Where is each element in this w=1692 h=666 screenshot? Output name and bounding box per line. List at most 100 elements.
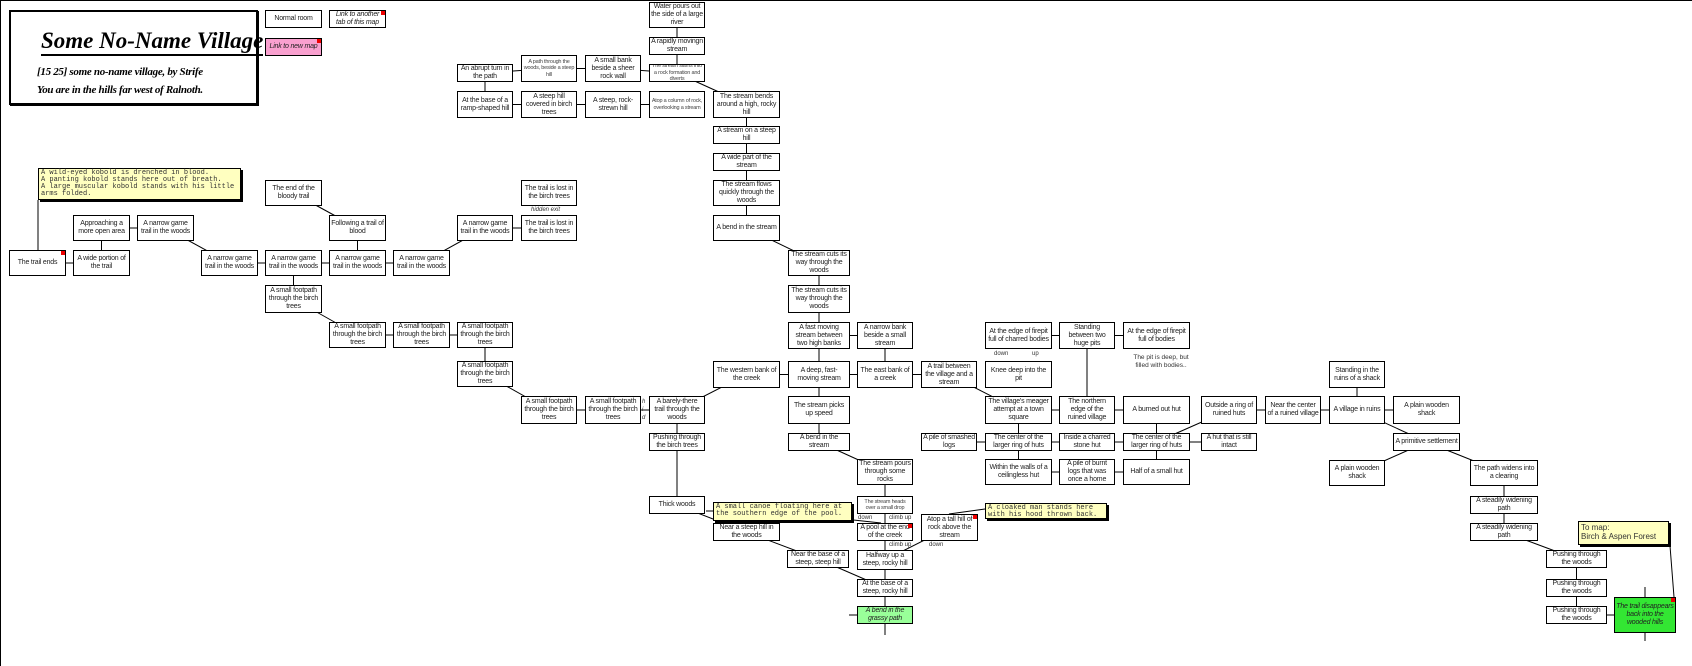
- room[interactable]: A steadily widening path: [1470, 523, 1538, 541]
- note-pointer: [948, 508, 986, 515]
- room[interactable]: A pile of smashed logs: [921, 433, 977, 451]
- legend-link-map[interactable]: Link to new map: [265, 38, 322, 56]
- note-canoe: A small canoe floating here at the south…: [713, 502, 852, 521]
- room[interactable]: Pushing through the birch trees: [649, 433, 705, 451]
- room[interactable]: A barely-there trail through the woods: [649, 396, 705, 424]
- legend-link-tab[interactable]: Link to another tab of this map: [329, 10, 386, 28]
- room[interactable]: The path widens into a clearing: [1470, 460, 1538, 486]
- room[interactable]: A wide portion of the trail: [73, 250, 130, 276]
- room[interactable]: A small footpath through the birch trees: [393, 322, 450, 348]
- room[interactable]: The east bank of a creek: [857, 361, 913, 388]
- room[interactable]: A small footpath through the birch trees: [457, 361, 513, 387]
- room[interactable]: A bend in the stream: [713, 215, 780, 241]
- room[interactable]: Thick woods: [649, 496, 705, 514]
- room[interactable]: Halfway up a steep, rocky hill: [857, 550, 913, 570]
- room[interactable]: A burned out hut: [1123, 396, 1190, 424]
- room[interactable]: Standing between two huge pits: [1059, 322, 1115, 349]
- note-kobolds: A wild-eyed kobold is drenched in blood.…: [38, 168, 241, 200]
- room[interactable]: The stream picks up speed: [788, 396, 850, 424]
- hidden-exit-label: hidden exit: [531, 207, 561, 213]
- room[interactable]: At the edge of firepit full of bodies: [1123, 322, 1190, 349]
- room[interactable]: The stream pours through some rocks: [857, 459, 913, 485]
- room[interactable]: A small footpath through the birch trees: [329, 322, 386, 348]
- map-exit-room[interactable]: The trail disappears back into the woode…: [1614, 597, 1676, 633]
- down-label: down: [858, 515, 873, 521]
- room[interactable]: A trail between the village and a stream: [921, 361, 977, 388]
- room[interactable]: A pool at the end of the creek: [857, 523, 913, 541]
- room[interactable]: The center of the larger ring of huts: [1123, 433, 1190, 451]
- room[interactable]: A small bank beside a sheer rock wall: [585, 55, 641, 82]
- room[interactable]: The village's meager attempt at a town s…: [985, 396, 1052, 424]
- room[interactable]: Standing in the ruins of a shack: [1329, 361, 1385, 388]
- room[interactable]: A small footpath through the birch trees: [457, 322, 513, 348]
- room[interactable]: The center of the larger ring of huts: [985, 433, 1052, 451]
- room[interactable]: A narrow game trail in the woods: [393, 250, 450, 276]
- room[interactable]: At the base of a ramp-shaped hill: [457, 91, 513, 118]
- room[interactable]: A steep hill covered in birch trees: [521, 91, 577, 118]
- map-title-box: Some No-Name Village [15 25] some no-nam…: [9, 10, 264, 105]
- room[interactable]: A hut that is still intact: [1201, 433, 1257, 451]
- room[interactable]: The northern edge of the ruined village: [1059, 396, 1115, 424]
- room[interactable]: A wide part of the stream: [713, 153, 780, 171]
- room[interactable]: An abrupt turn in the path: [457, 64, 513, 82]
- room[interactable]: A village in ruins: [1329, 396, 1385, 424]
- room[interactable]: Inside a charred stone hut: [1059, 433, 1115, 451]
- room[interactable]: A small footpath through the birch trees: [265, 285, 322, 313]
- room[interactable]: Knee deep into the pit: [985, 361, 1052, 388]
- room[interactable]: At the base of a steep, rocky hill: [857, 579, 913, 597]
- room[interactable]: A narrow game trail in the woods: [265, 250, 322, 276]
- room[interactable]: Following a trail of blood: [329, 215, 386, 241]
- climb-up-label: climb up: [889, 515, 912, 521]
- room[interactable]: A bend in the grassy path: [857, 606, 913, 624]
- room[interactable]: A narrow bank beside a small stream: [857, 322, 913, 349]
- room[interactable]: Pushing through the woods: [1546, 579, 1607, 597]
- room[interactable]: The stream heads over a small drop: [857, 496, 913, 514]
- map-subtitle: [15 25] some no-name village, by Strife: [37, 66, 203, 78]
- room[interactable]: The trail is lost in the birch trees: [521, 215, 577, 241]
- room[interactable]: Atop a column of rock, overlooking a str…: [649, 91, 705, 118]
- legend-normal-room: Normal room: [265, 10, 322, 28]
- room[interactable]: A narrow game trail in the woods: [457, 215, 513, 241]
- room[interactable]: The stream slams into a rock formation a…: [649, 64, 705, 82]
- room[interactable]: The trail is lost in the birch trees: [521, 180, 577, 206]
- room[interactable]: The western bank of the creek: [713, 361, 780, 388]
- room[interactable]: The end of the bloody trail: [265, 180, 322, 206]
- room[interactable]: A plain wooden shack: [1393, 396, 1460, 424]
- room[interactable]: Pushing through the woods: [1546, 606, 1607, 624]
- room[interactable]: Atop a tall hill of rock above the strea…: [921, 514, 978, 541]
- room[interactable]: A plain wooden shack: [1329, 460, 1385, 486]
- room[interactable]: Near the center of a ruined village: [1265, 396, 1321, 424]
- room[interactable]: Pushing through the woods: [1546, 550, 1607, 568]
- room[interactable]: Half of a small hut: [1123, 459, 1190, 485]
- room[interactable]: A stream on a steep hill: [713, 126, 780, 144]
- room[interactable]: A narrow game trail in the woods: [137, 215, 194, 241]
- room[interactable]: A small footpath through the birch trees: [521, 396, 577, 424]
- room[interactable]: Within the walls of a ceilingless hut: [985, 459, 1052, 485]
- room[interactable]: A narrow game trail in the woods: [201, 250, 258, 276]
- room[interactable]: A small footpath through the birch trees: [585, 396, 641, 424]
- room[interactable]: The trail ends: [9, 250, 66, 276]
- room[interactable]: A steep, rock-strewn hill: [585, 91, 641, 118]
- room[interactable]: Outside a ring of ruined huts: [1201, 396, 1257, 424]
- room[interactable]: The stream bends around a high, rocky hi…: [713, 91, 780, 118]
- room[interactable]: A fast moving stream between two high ba…: [788, 322, 850, 349]
- note-to-map[interactable]: To map: Birch & Aspen Forest: [1578, 521, 1669, 545]
- room[interactable]: Near the base of a steep, steep hill: [787, 550, 849, 568]
- room[interactable]: At the edge of firepit full of charred b…: [985, 322, 1052, 349]
- room[interactable]: The stream cuts its way through the wood…: [788, 250, 850, 276]
- room[interactable]: A deep, fast-moving stream: [788, 361, 850, 388]
- room[interactable]: The stream flows quickly through the woo…: [713, 180, 780, 206]
- map-location: You are in the hills far west of Ralnoth…: [37, 84, 203, 96]
- room[interactable]: A rapidly movingn stream: [649, 37, 705, 55]
- room[interactable]: A path through the woods, beside a steep…: [521, 55, 577, 82]
- room[interactable]: A narrow game trail in the woods: [329, 250, 386, 276]
- room[interactable]: A steadily widening path: [1470, 496, 1538, 514]
- room[interactable]: Near a steep hill in the woods: [713, 523, 780, 541]
- room[interactable]: Water pours out the side of a large rive…: [649, 2, 705, 28]
- room[interactable]: A pile of burnt logs that was once a hom…: [1059, 459, 1115, 485]
- room[interactable]: A primitive settlement: [1393, 433, 1460, 451]
- room[interactable]: The stream cuts its way through the wood…: [788, 285, 850, 313]
- room[interactable]: A bend in the stream: [788, 433, 850, 451]
- room[interactable]: Approaching a more open area: [73, 215, 130, 241]
